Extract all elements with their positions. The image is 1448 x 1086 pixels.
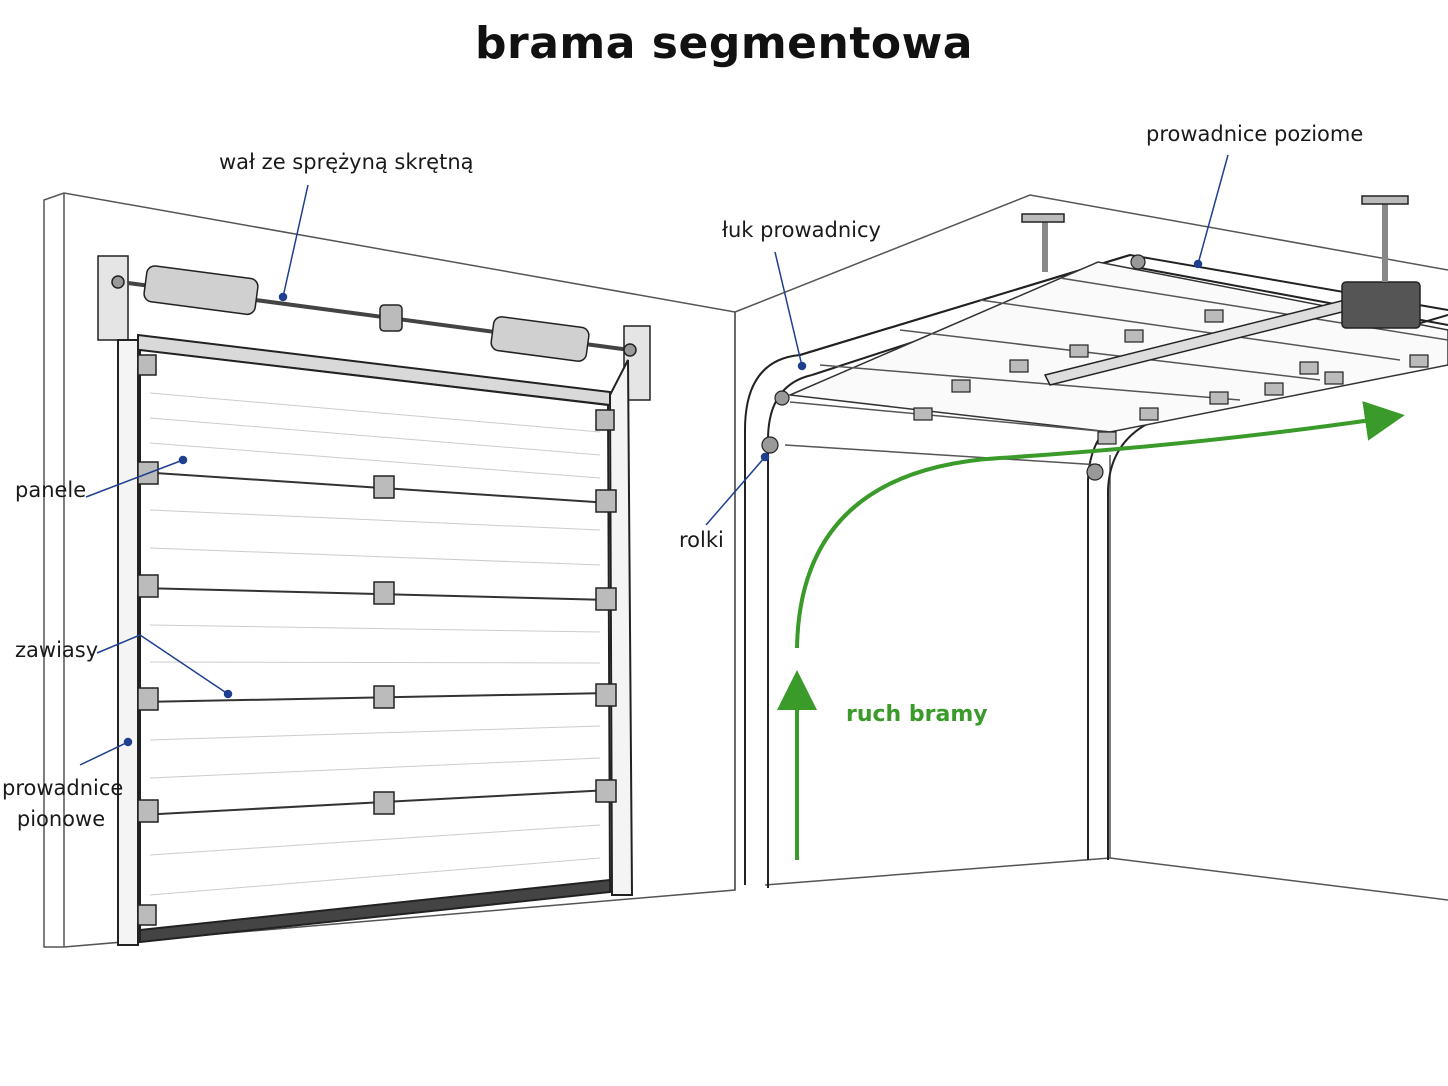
torsion-shaft <box>97 255 651 401</box>
left-door-grooves <box>149 392 601 896</box>
label-panels: panele <box>15 478 87 502</box>
diagram-title: brama segmentowa <box>475 18 973 69</box>
label-rollers: rolki <box>679 528 724 552</box>
right-door-ceiling-seams <box>784 277 1448 466</box>
label-hinges: zawiasy <box>15 638 99 662</box>
label-door-movement: ruch bramy <box>846 702 988 727</box>
movement-arrow <box>777 401 1405 860</box>
label-vertical-rails-line2: pionowe <box>16 807 106 831</box>
right-door-rollers <box>761 254 1146 481</box>
right-door-hinges <box>913 309 1429 445</box>
opener-rail <box>1021 195 1421 386</box>
label-rail-arc: łuk prowadnicy <box>722 218 881 242</box>
right-room <box>734 194 1448 901</box>
label-vertical-rails-line1: prowadnice <box>2 776 124 800</box>
left-door-hinges <box>137 354 617 926</box>
left-door-frame <box>117 333 634 946</box>
label-horizontal-rails: prowadnice poziome <box>1146 122 1364 146</box>
label-torsion-shaft: wał ze sprężyną skrętną <box>219 150 474 174</box>
leader-lines <box>79 154 1229 766</box>
